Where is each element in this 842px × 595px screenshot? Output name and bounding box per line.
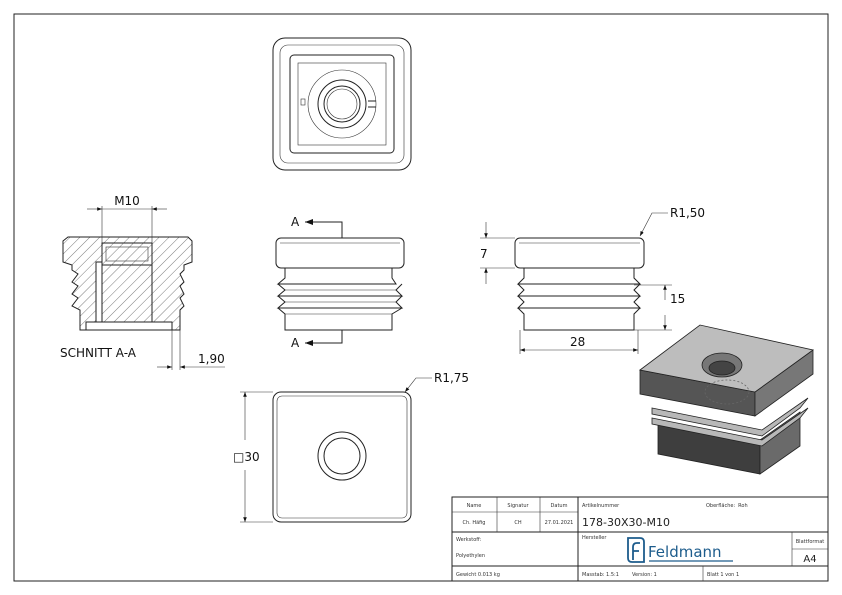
date-value: 27.01.2021 [545, 520, 574, 526]
section-label: SCHNITT A-A [60, 346, 137, 360]
body-width-dimension: 28 [570, 335, 585, 349]
name-value: Ch. Häfig [463, 520, 486, 526]
name-label: Name [467, 503, 482, 509]
version: Version: 1 [632, 572, 657, 578]
section-view: M10 1,90 SCHNITT A-A [60, 194, 225, 370]
cap-height-dimension: 7 [480, 247, 488, 261]
material-value: Polyethylen [456, 553, 485, 559]
square-size-dimension: □30 [233, 450, 260, 464]
article-number: 178-30X30-M10 [582, 516, 670, 529]
bottom-radius-dimension: R1,75 [434, 371, 469, 385]
body-height-dimension: 15 [670, 292, 685, 306]
sheet-number: Blatt 1 von 1 [707, 572, 739, 578]
isometric-view [639, 324, 814, 475]
material-label: Werkstoff: [456, 537, 482, 543]
section-marker-bottom: A [291, 336, 300, 350]
manufacturer-label: Hersteller [582, 535, 607, 541]
wall-dimension: 1,90 [198, 352, 225, 366]
article-label: Artikelnummer [582, 503, 620, 509]
date-label: Datum [551, 503, 568, 509]
side-view: 7 15 28 R1,50 [480, 206, 705, 354]
weight: Gewicht 0.013 kg [456, 572, 500, 578]
scale: Masstab: 1.5:1 [582, 572, 619, 578]
section-marker-top: A [291, 215, 300, 229]
front-view: A A [275, 215, 405, 350]
svg-text:Feldmann: Feldmann [648, 543, 722, 561]
signature-label: Signatur [507, 503, 529, 509]
format-value: A4 [803, 554, 816, 565]
bottom-view: □30 R1,75 [233, 371, 469, 523]
top-view [272, 37, 412, 171]
signature-value: CH [514, 520, 521, 526]
feldmann-logo: Feldmann [627, 537, 733, 563]
sheet-border [13, 13, 829, 582]
thread-dimension: M10 [114, 194, 140, 208]
surface: Oberfläche:Roh [706, 503, 748, 509]
cap-radius-dimension: R1,50 [670, 206, 705, 220]
format-label: Blattformat [796, 539, 825, 545]
title-block: Name Signatur Datum Ch. Häfig CH 27.01.2… [451, 496, 829, 582]
